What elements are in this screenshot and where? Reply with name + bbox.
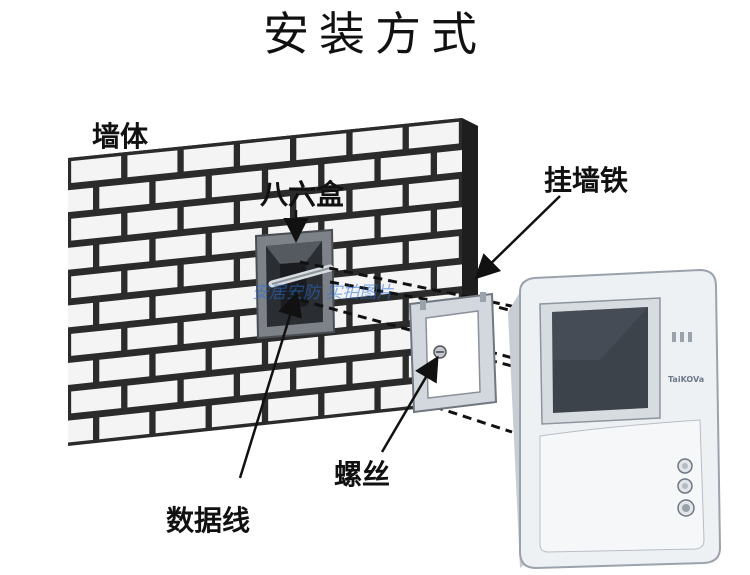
brick [240, 196, 290, 224]
brick [324, 273, 375, 301]
brick [127, 380, 178, 408]
wall-bracket [408, 292, 498, 414]
brick [240, 368, 290, 396]
brick [99, 354, 150, 382]
brick [211, 400, 262, 428]
arrow-bracket [474, 195, 561, 280]
brick [155, 233, 206, 261]
brick [183, 144, 234, 172]
brick [211, 285, 262, 313]
brick [99, 239, 150, 267]
intercom-monitor: TaiKOVa [508, 268, 722, 570]
brick [183, 374, 234, 402]
label-bracket: 挂墙铁 [544, 164, 628, 197]
brick [324, 330, 375, 358]
brick [352, 299, 403, 327]
brick [437, 150, 462, 175]
brick [268, 164, 319, 192]
brick [352, 356, 403, 384]
brick [352, 241, 403, 269]
diagram-title: 安装方式 [263, 7, 487, 61]
brick [99, 181, 150, 209]
label-wall: 墙体 [92, 120, 149, 153]
wall [68, 118, 478, 446]
brick [155, 176, 206, 204]
brick [71, 328, 122, 356]
brick [99, 412, 150, 440]
brick [183, 316, 234, 344]
brick [71, 213, 122, 241]
brick [127, 265, 178, 293]
brick [183, 259, 234, 287]
brick [324, 216, 375, 244]
brick [211, 227, 262, 255]
data-cable [268, 264, 334, 288]
brick [211, 342, 262, 370]
callout-arrows [238, 195, 561, 479]
arrow-cable [238, 291, 303, 479]
device-brand: TaiKOVa [668, 375, 704, 384]
brick [71, 156, 122, 184]
label-cable: 数据线 [166, 504, 250, 537]
brick [68, 245, 93, 270]
brick [127, 207, 178, 235]
brick [296, 133, 347, 161]
brick [127, 322, 178, 350]
brick [296, 362, 347, 390]
brick [68, 302, 93, 328]
brick [68, 360, 93, 385]
brick [155, 291, 206, 319]
brick [324, 388, 375, 416]
brick [324, 158, 375, 186]
brick [71, 271, 122, 299]
brick [68, 187, 93, 213]
label-box: 八六盒 [260, 178, 345, 211]
brick [352, 127, 403, 155]
brick [68, 418, 93, 443]
brick [99, 296, 150, 325]
brick [71, 386, 122, 414]
brick [437, 264, 462, 289]
device-buttons [677, 458, 695, 517]
brick [211, 170, 262, 198]
arrow-screw [380, 355, 439, 453]
brick [380, 153, 431, 181]
speaker-grille [672, 332, 692, 342]
brick [437, 207, 462, 232]
brick [240, 138, 290, 166]
watermark-text: 安居安防 实拍图片 [252, 283, 394, 303]
screw [433, 345, 447, 359]
brick [296, 190, 347, 218]
brick [183, 202, 234, 230]
brick [352, 184, 403, 212]
brick [408, 121, 459, 149]
brick [268, 394, 319, 422]
brick [380, 210, 431, 238]
label-screw: 螺丝 [334, 458, 390, 491]
brick [408, 178, 459, 206]
brick [127, 150, 178, 178]
brick [408, 236, 459, 264]
brick [155, 348, 206, 376]
brick [155, 406, 206, 434]
